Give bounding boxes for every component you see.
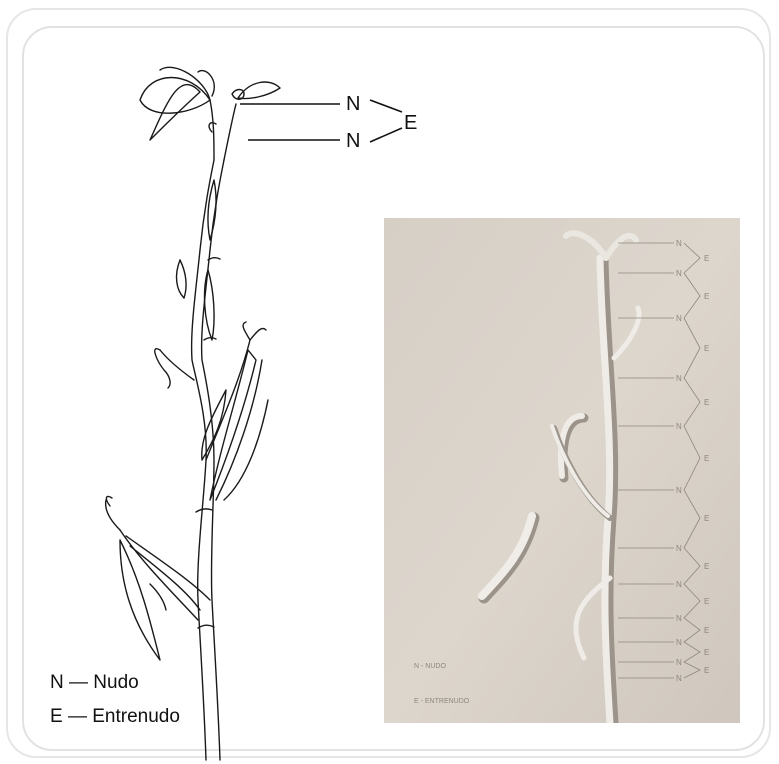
photo-legend-internode: E - ENTRENUDO	[414, 698, 470, 705]
node-label-upper: N	[346, 93, 360, 115]
photo-internode-2: E	[704, 292, 709, 301]
photo-internode-10: E	[704, 648, 709, 657]
photo-node-3: N	[676, 314, 682, 323]
photo-node-2: N	[676, 269, 682, 278]
photo-internode-9: E	[704, 626, 709, 635]
internode-label: E	[404, 112, 417, 134]
photo-node-7: N	[676, 544, 682, 553]
photo-node-10: N	[676, 638, 682, 647]
node-label-lower: N	[346, 130, 360, 152]
photo-internode-11: E	[704, 666, 709, 675]
specimen-photograph: N N N N N N N N N N N N E E E E E E E E …	[384, 218, 740, 723]
legend-internode: E — Entrenudo	[50, 706, 180, 728]
photo-internode-3: E	[704, 344, 709, 353]
photo-node-11: N	[676, 658, 682, 667]
photo-node-5: N	[676, 422, 682, 431]
photo-node-6: N	[676, 486, 682, 495]
legend-node: N — Nudo	[50, 672, 139, 694]
photo-internode-8: E	[704, 597, 709, 606]
photo-internode-5: E	[704, 454, 709, 463]
photo-legend-node: N - NUDO	[414, 663, 446, 670]
photo-node-4: N	[676, 374, 682, 383]
photo-internode-7: E	[704, 562, 709, 571]
photo-internode-6: E	[704, 514, 709, 523]
photo-internode-4: E	[704, 398, 709, 407]
photo-node-1: N	[676, 239, 682, 248]
photo-node-9: N	[676, 614, 682, 623]
photo-svg: N N N N N N N N N N N N E E E E E E E E …	[384, 218, 740, 723]
photo-node-12: N	[676, 674, 682, 683]
photo-internode-1: E	[704, 254, 709, 263]
photo-node-8: N	[676, 580, 682, 589]
